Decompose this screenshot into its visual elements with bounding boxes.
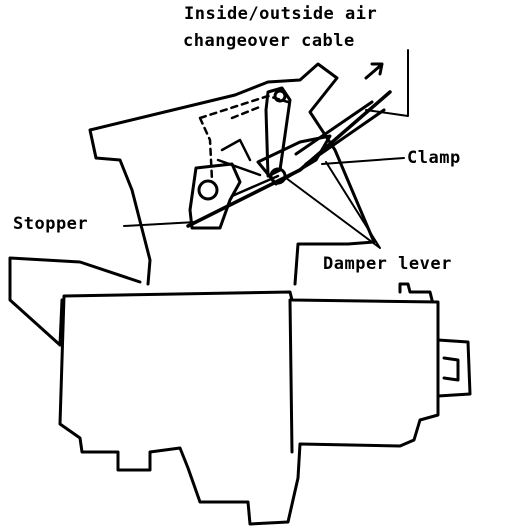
- lower-box-outline: [58, 290, 440, 526]
- left-flange: [8, 256, 142, 347]
- linkage-lines: [216, 138, 280, 198]
- cable-label-line2: changeover cable: [183, 31, 355, 51]
- cable-sheath: [294, 100, 386, 166]
- cable: [186, 90, 392, 228]
- lower-box-divider: [288, 298, 294, 454]
- cable-label-line1: Inside/outside air: [184, 4, 378, 24]
- leader-stopper: [123, 221, 197, 227]
- leader-damper-lever: [285, 161, 381, 249]
- upper-housing-outline: [88, 62, 376, 286]
- leader-clamp: [321, 157, 405, 165]
- clamp-label: Clamp: [407, 148, 461, 168]
- leader-cable: [365, 49, 409, 117]
- stopper-block: [188, 162, 242, 230]
- damper-lever-pivot: [273, 89, 287, 103]
- stopper-pin: [197, 179, 219, 201]
- stopper-label: Stopper: [13, 214, 89, 234]
- arrow-icon: [364, 62, 384, 80]
- top-tab: [398, 282, 434, 302]
- right-tab: [436, 338, 472, 398]
- damper-lever-label: Damper lever: [323, 254, 452, 274]
